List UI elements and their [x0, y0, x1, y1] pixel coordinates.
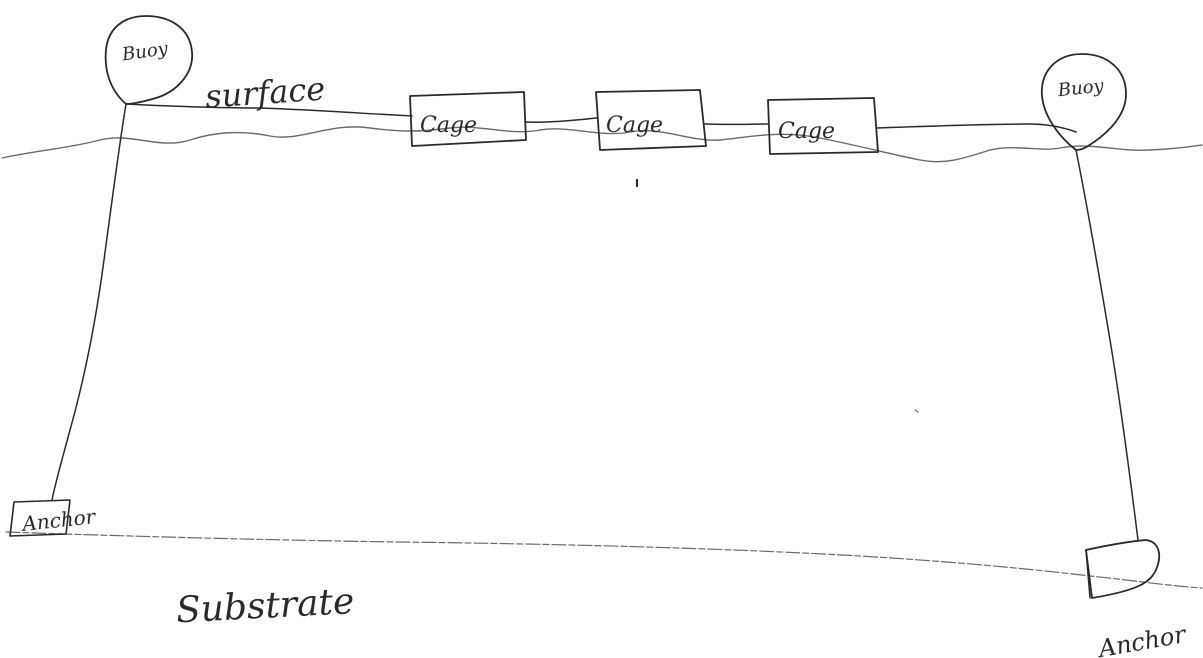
buoy-left: Buoy — [104, 15, 193, 105]
anchor-left-label: Anchor — [19, 504, 98, 536]
anchor-left: Anchor — [9, 499, 98, 537]
cage-2-label: Cage — [606, 113, 663, 138]
cage-3-label: Cage — [778, 119, 835, 144]
anchor-right-label: Anchor — [1095, 620, 1190, 658]
connecting-line-2 — [524, 117, 598, 123]
tether-left — [51, 103, 127, 501]
cage-1-label: Cage — [420, 113, 477, 138]
surface-label: surface — [204, 70, 326, 116]
tether-right — [1075, 149, 1139, 541]
anchor-right: Anchor — [1085, 539, 1190, 658]
stray-mark-2 — [914, 409, 919, 413]
buoy-right-label: Buoy — [1056, 75, 1106, 101]
cage-1: Cage — [409, 91, 527, 147]
buoy-left-label: Buoy — [120, 38, 170, 65]
substrate-label: Substrate — [175, 581, 355, 631]
connecting-line — [125, 103, 413, 117]
substrate-line — [5, 531, 1203, 589]
buoy-right: Buoy — [1041, 53, 1127, 151]
cage-2: Cage — [595, 89, 707, 151]
cage-3: Cage — [767, 97, 879, 155]
connecting-line-4 — [876, 123, 1077, 133]
water-surface-line — [1, 126, 1203, 163]
